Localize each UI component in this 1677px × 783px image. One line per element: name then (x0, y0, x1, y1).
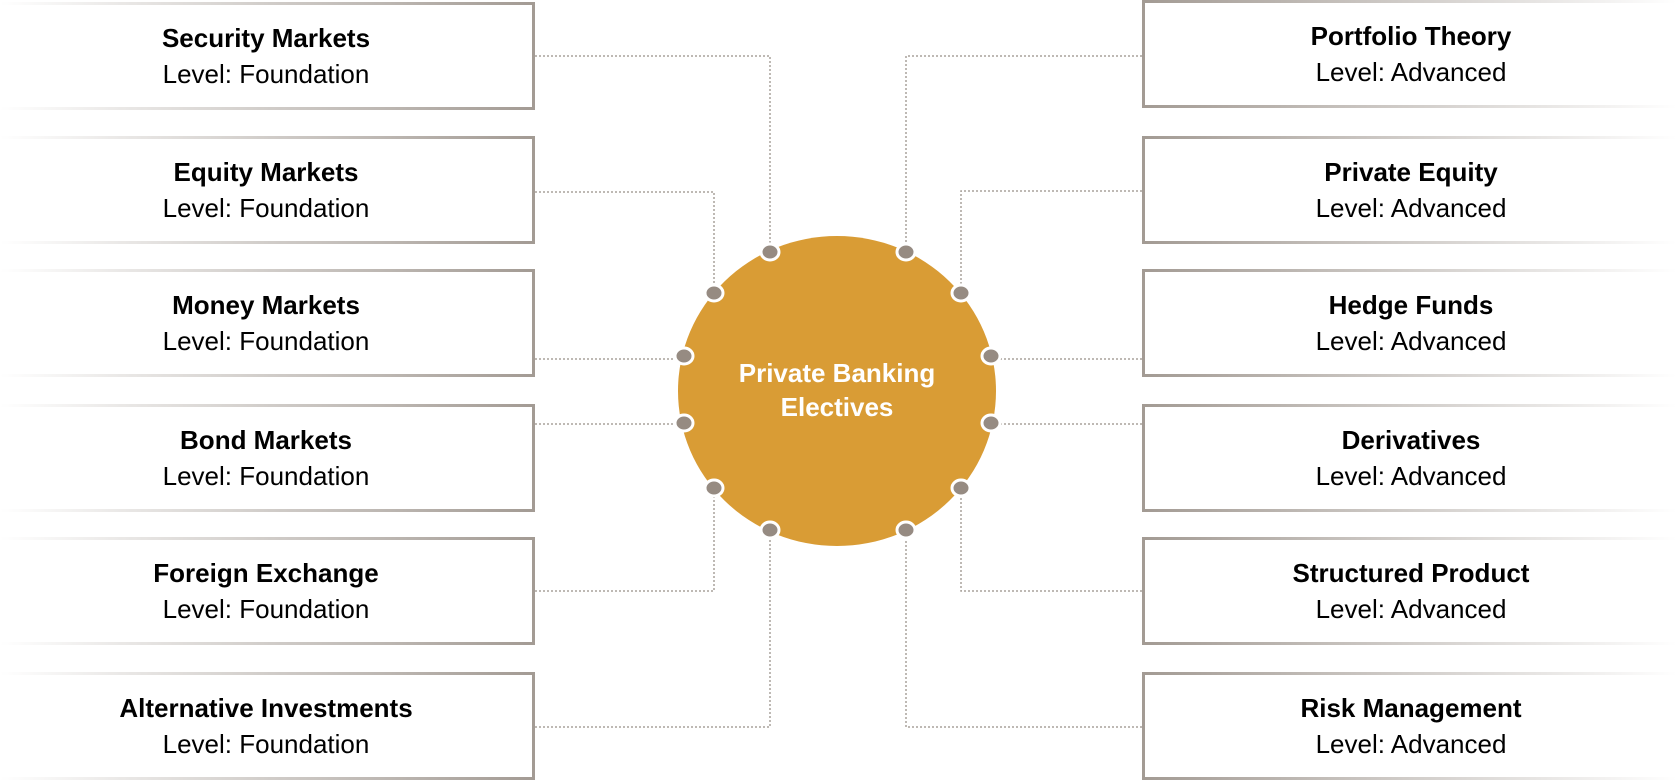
course-box-private-equity: Private Equity Level: Advanced (1142, 136, 1677, 244)
course-box-hedge-funds: Hedge Funds Level: Advanced (1142, 269, 1677, 377)
course-box-bond-markets: Bond Markets Level: Foundation (0, 404, 535, 512)
course-level: Level: Foundation (162, 326, 370, 356)
course-title: Equity Markets (173, 157, 359, 187)
course-title: Risk Management (1300, 693, 1522, 723)
course-title: Hedge Funds (1328, 290, 1494, 320)
connector-portfolio-theory (905, 55, 1142, 252)
connector-alternative-investments (535, 530, 771, 728)
course-box-money-markets: Money Markets Level: Foundation (0, 269, 535, 377)
connector-dot (703, 478, 725, 498)
course-level: Level: Foundation (162, 193, 370, 223)
connector-dot (703, 283, 725, 303)
course-title: Portfolio Theory (1310, 21, 1512, 51)
course-level: Level: Foundation (162, 729, 370, 759)
course-box-equity-markets: Equity Markets Level: Foundation (0, 136, 535, 244)
course-level: Level: Advanced (1315, 193, 1507, 223)
course-box-alternative-investments: Alternative Investments Level: Foundatio… (0, 672, 535, 780)
connector-risk-management (905, 530, 1142, 728)
course-title: Money Markets (172, 290, 360, 320)
course-title: Foreign Exchange (153, 558, 379, 588)
connector-dot (950, 283, 972, 303)
connector-private-equity (960, 190, 1142, 293)
connector-dot (759, 520, 781, 540)
course-title: Structured Product (1292, 558, 1530, 588)
course-box-security-markets: Security Markets Level: Foundation (0, 2, 535, 110)
connector-derivatives (990, 423, 1142, 425)
connector-structured-product (960, 488, 1142, 592)
connector-foreign-exchange (535, 488, 715, 592)
connector-dot (895, 242, 917, 262)
center-title-line1: Private Banking (738, 358, 936, 388)
course-box-derivatives: Derivatives Level: Advanced (1142, 404, 1677, 512)
course-level: Level: Foundation (162, 461, 370, 491)
course-level: Level: Foundation (162, 59, 370, 89)
connector-security-markets (535, 55, 771, 252)
course-level: Level: Foundation (162, 594, 370, 624)
connector-dot (950, 478, 972, 498)
connector-dot (759, 242, 781, 262)
connector-dot (673, 346, 695, 366)
course-box-structured-product: Structured Product Level: Advanced (1142, 537, 1677, 645)
connector-money-markets (535, 356, 685, 360)
center-title-line2: Electives (780, 392, 894, 422)
connector-dot (673, 413, 695, 433)
center-label: Private Banking Electives (697, 356, 977, 424)
course-level: Level: Advanced (1315, 729, 1507, 759)
course-title: Private Equity (1324, 157, 1498, 187)
course-level: Level: Advanced (1315, 461, 1507, 491)
course-box-foreign-exchange: Foreign Exchange Level: Foundation (0, 537, 535, 645)
connector-dot (980, 346, 1002, 366)
connector-dot (980, 413, 1002, 433)
course-title: Bond Markets (180, 425, 352, 455)
course-box-portfolio-theory: Portfolio Theory Level: Advanced (1142, 0, 1677, 108)
connector-dot (895, 520, 917, 540)
course-title: Alternative Investments (119, 693, 413, 723)
connector-bond-markets (535, 423, 685, 425)
course-level: Level: Advanced (1315, 326, 1507, 356)
connector-equity-markets (535, 191, 715, 293)
course-box-risk-management: Risk Management Level: Advanced (1142, 672, 1677, 780)
course-title: Security Markets (161, 23, 371, 53)
center-circle (678, 236, 996, 546)
course-title: Derivatives (1341, 425, 1481, 455)
connector-hedge-funds (990, 356, 1142, 360)
course-level: Level: Advanced (1315, 594, 1507, 624)
course-level: Level: Advanced (1315, 57, 1507, 87)
